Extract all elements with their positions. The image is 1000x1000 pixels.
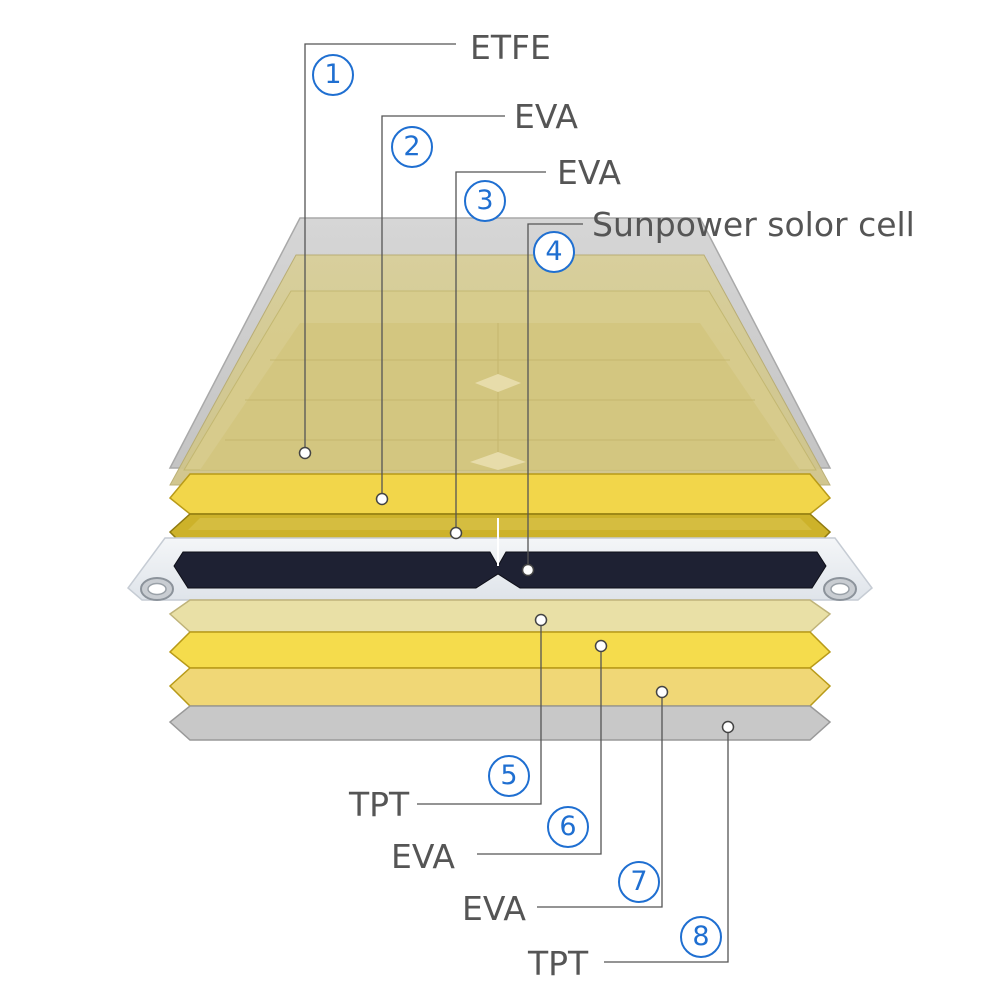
leader-line-5 [417, 620, 542, 805]
layer-7-number-badge: 7 [618, 861, 660, 903]
anchor-dot-4 [521, 563, 535, 577]
layer-2-number-badge: 2 [391, 126, 433, 168]
anchor-dot-8 [721, 720, 735, 734]
layer-5-number-badge: 5 [488, 755, 530, 797]
leader-line-2 [381, 115, 505, 499]
anchor-dot-6 [594, 639, 608, 653]
anchor-dot-2 [375, 492, 389, 506]
layer-1-label: ETFE [470, 28, 551, 67]
layer-2-eva [168, 473, 832, 515]
leader-line-6 [477, 646, 602, 855]
anchor-dot-5 [534, 613, 548, 627]
layer-4-solar-cell [126, 518, 874, 601]
leader-line-4 [527, 223, 583, 570]
layer-1-number-badge: 1 [312, 54, 354, 96]
cell-grid-texture [225, 323, 775, 470]
layer-4-label: Sunpower solor cell [592, 205, 915, 244]
anchor-dot-3 [449, 526, 463, 540]
layer-5-label: TPT [349, 785, 410, 824]
layer-8-tpt [168, 705, 832, 741]
right-grommet-icon [823, 577, 857, 601]
anchor-dot-1 [298, 446, 312, 460]
layer-6-number-badge: 6 [547, 806, 589, 848]
layer-5-tpt [168, 599, 832, 633]
layer-7-eva [168, 667, 832, 707]
layer-6-eva [168, 631, 832, 669]
layer-3-label: EVA [557, 153, 621, 192]
layer-2-eva-sheet [169, 254, 831, 486]
leader-line-3 [455, 171, 546, 533]
left-grommet-icon [140, 577, 174, 601]
layer-8-number-badge: 8 [680, 916, 722, 958]
leader-line-7 [537, 692, 663, 908]
anchor-dot-7 [655, 685, 669, 699]
layer-4-number-badge: 4 [533, 231, 575, 273]
layer-2-label: EVA [514, 97, 578, 136]
leader-line-8 [604, 727, 729, 963]
layer-6-label: EVA [391, 837, 455, 876]
layer-7-label: EVA [462, 889, 526, 928]
leader-line-1 [304, 43, 456, 453]
layer-3-number-badge: 3 [464, 180, 506, 222]
layer-8-label: TPT [528, 944, 589, 983]
